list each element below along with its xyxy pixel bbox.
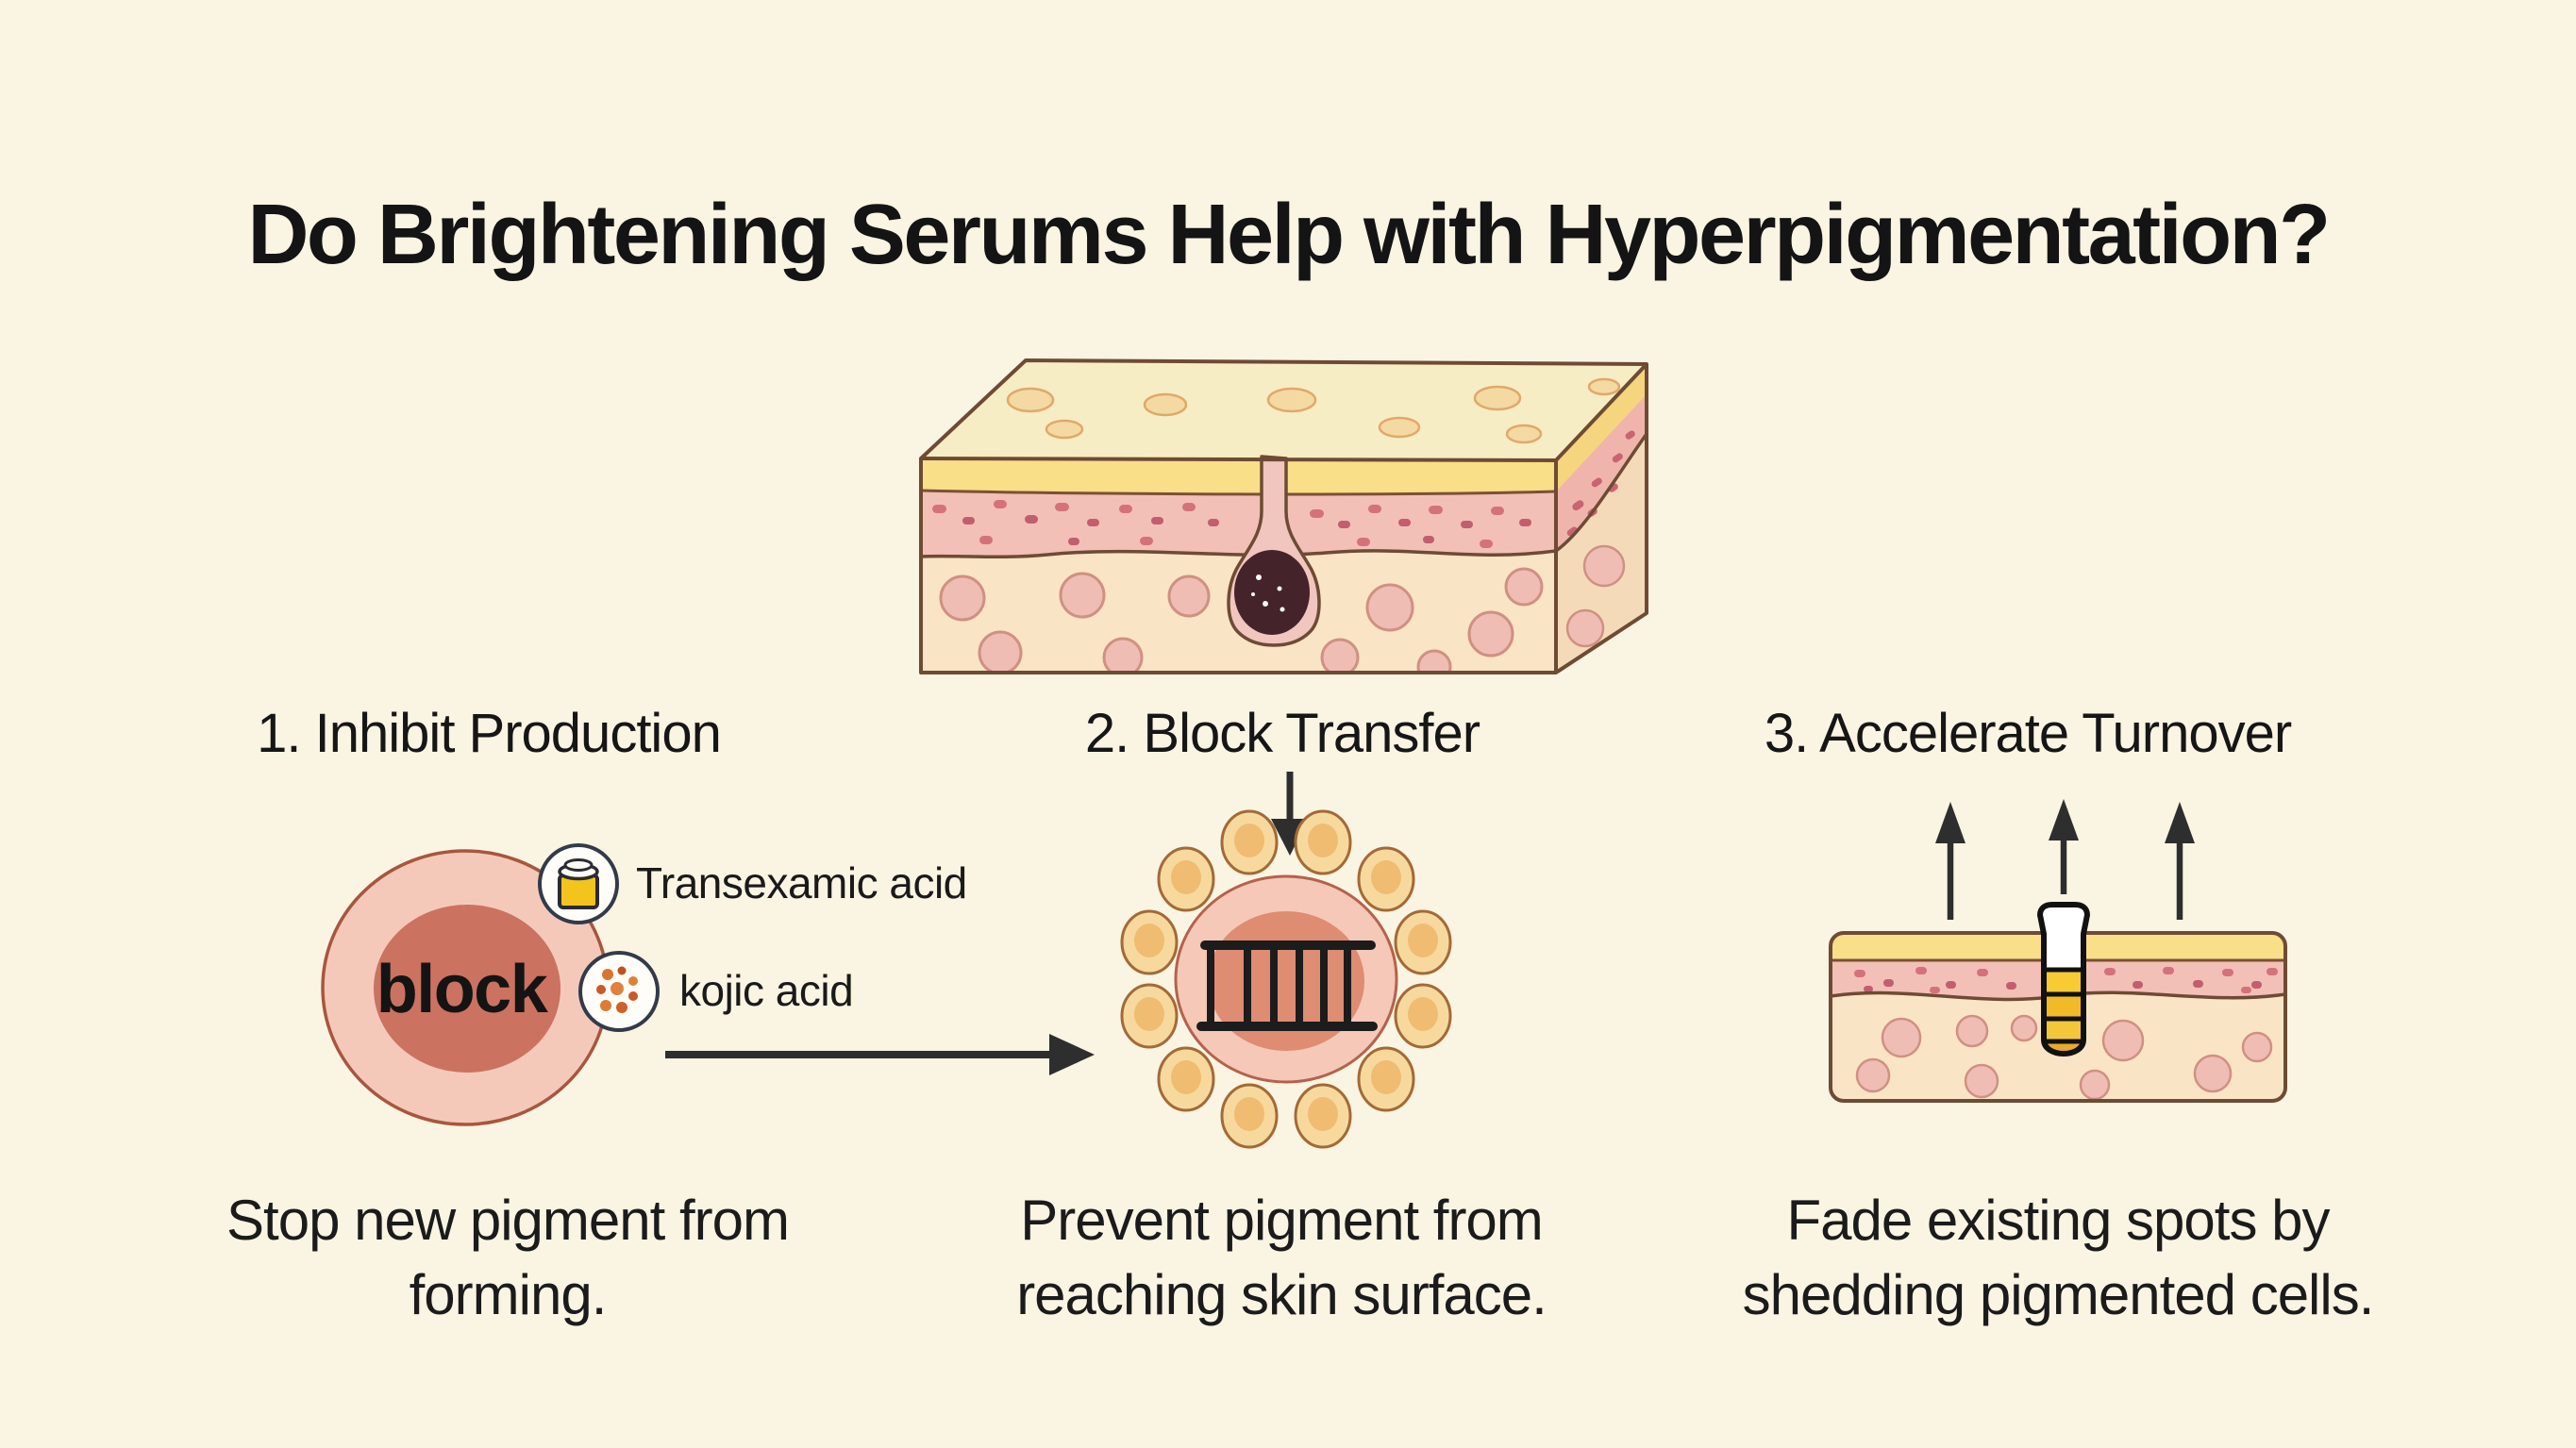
dermis-cells <box>939 567 1544 673</box>
melanocyte-core <box>374 905 560 1073</box>
section-heading-block-transfer: 2. Block Transfer <box>1084 703 1480 764</box>
epidermis-pigment-dots <box>932 500 1531 548</box>
ingredient-label-transexamic-acid: Transexamic acid <box>636 858 967 907</box>
keratinocyte-ring <box>1120 809 1452 1149</box>
block-cell-label: block <box>376 952 548 1027</box>
block-transfer-illustration <box>1120 772 1452 1149</box>
skin-cross-section-illustration <box>919 358 1648 674</box>
caption-block-transfer: Prevent pigment from reaching skin surfa… <box>1016 1189 1547 1327</box>
accelerate-turnover-illustration <box>1829 799 2287 1103</box>
exfoliant-tube-icon <box>2037 902 2090 1057</box>
box-inner-edges <box>920 362 1648 673</box>
melanin-pigment-cluster <box>1234 550 1310 635</box>
page-title: Do Brightening Serums Help with Hyperpig… <box>247 188 2331 282</box>
ingredient-label-kojic-acid: kojic acid <box>679 966 854 1015</box>
caption-inhibit-production: Stop new pigment from forming. <box>226 1189 790 1327</box>
stratum-corneum-band <box>921 458 1556 494</box>
melanocyte-follicle <box>1227 455 1321 647</box>
serum-jar-icon <box>538 843 619 924</box>
section-heading-inhibit-production: 1. Inhibit Production <box>257 703 722 764</box>
right-arrow <box>665 1034 1095 1075</box>
pigment-granules-icon <box>578 951 660 1032</box>
caption-accelerate-turnover: Fade existing spots by shedding pigmente… <box>1742 1189 2375 1327</box>
barrier-fence-icon <box>1196 940 1378 1031</box>
inhibit-production-illustration <box>321 843 1095 1126</box>
up-arrows <box>1935 799 2195 920</box>
epidermis-band <box>921 491 1556 558</box>
section-heading-accelerate-turnover: 3. Accelerate Turnover <box>1764 703 2292 764</box>
surface-cell-ovals <box>1006 377 1621 444</box>
skin-front-layers <box>921 458 1556 673</box>
